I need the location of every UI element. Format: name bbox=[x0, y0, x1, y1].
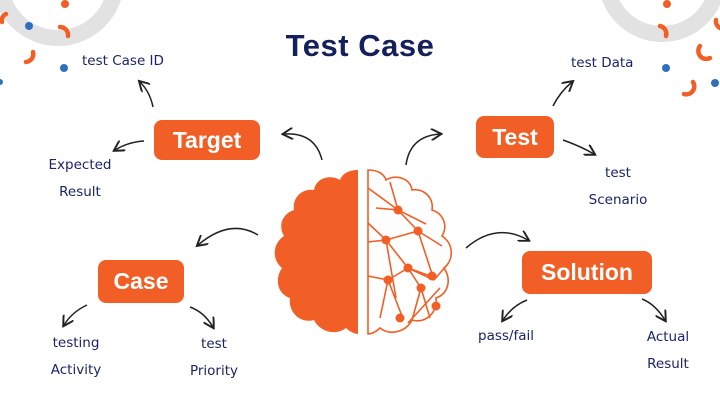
label-line-1: testing bbox=[52, 335, 100, 351]
label-text: pass/fail bbox=[478, 328, 534, 344]
label-line-1: test bbox=[605, 165, 631, 181]
label-line-2: Result bbox=[647, 356, 689, 372]
label-test-case-id: test Case ID bbox=[82, 48, 164, 75]
node-test-label: Test bbox=[492, 123, 538, 150]
arrow-brain-to-case bbox=[198, 227, 259, 245]
node-case: Case bbox=[98, 260, 184, 303]
label-testing-activity: testing Activity bbox=[38, 330, 114, 384]
label-line-2: Priority bbox=[189, 363, 239, 379]
label-line-1: Actual bbox=[646, 329, 690, 345]
node-solution: Solution bbox=[522, 251, 652, 294]
label-actual-result: Actual Result bbox=[636, 324, 700, 378]
brain-left-hemisphere bbox=[274, 170, 358, 334]
label-line-1: test bbox=[201, 336, 227, 352]
label-test-scenario: test Scenario bbox=[580, 160, 656, 214]
arrow-solution-to-passfail bbox=[503, 299, 528, 320]
label-line-2: Activity bbox=[50, 362, 102, 378]
arrow-test-to-scenario bbox=[562, 139, 594, 154]
arrow-target-to-testcaseid bbox=[140, 82, 154, 108]
decor-ring-right bbox=[601, 0, 720, 42]
label-line-2: Result bbox=[59, 184, 101, 200]
node-case-label: Case bbox=[113, 268, 169, 294]
arrow-case-to-activity bbox=[64, 304, 88, 325]
node-target: Target bbox=[154, 120, 260, 160]
node-solution-label: Solution bbox=[541, 259, 633, 285]
label-line-2: Scenario bbox=[588, 192, 648, 208]
decor-ring-left bbox=[0, 0, 121, 46]
brain-icon bbox=[274, 169, 453, 335]
decor-arcs-orange bbox=[0, 11, 720, 97]
page-title: Test Case bbox=[285, 28, 435, 63]
label-line-1: Expected bbox=[48, 157, 112, 173]
node-target-label: Target bbox=[172, 126, 242, 153]
label-expected-result: Expected Result bbox=[40, 152, 120, 206]
arrow-brain-to-test bbox=[405, 134, 440, 166]
arrow-target-to-expected bbox=[115, 141, 145, 150]
label-text: test Case ID bbox=[82, 53, 164, 69]
brain-right-outline bbox=[367, 169, 453, 335]
label-test-priority: test Priority bbox=[178, 331, 250, 385]
decor-dots-blue bbox=[0, 22, 719, 87]
arrow-brain-to-target bbox=[284, 134, 323, 161]
label-text: test Data bbox=[571, 55, 634, 71]
arrow-case-to-priority bbox=[189, 306, 213, 327]
node-test: Test bbox=[476, 116, 554, 158]
arrow-brain-to-solution bbox=[465, 233, 528, 249]
arrow-test-to-testdata bbox=[552, 82, 572, 107]
label-test-data: test Data bbox=[571, 50, 633, 77]
decor-dots-orange bbox=[61, 0, 671, 8]
label-pass-fail: pass/fail bbox=[478, 323, 534, 350]
brain-network-nodes bbox=[381, 205, 441, 323]
arrow-solution-to-actual bbox=[641, 298, 665, 320]
